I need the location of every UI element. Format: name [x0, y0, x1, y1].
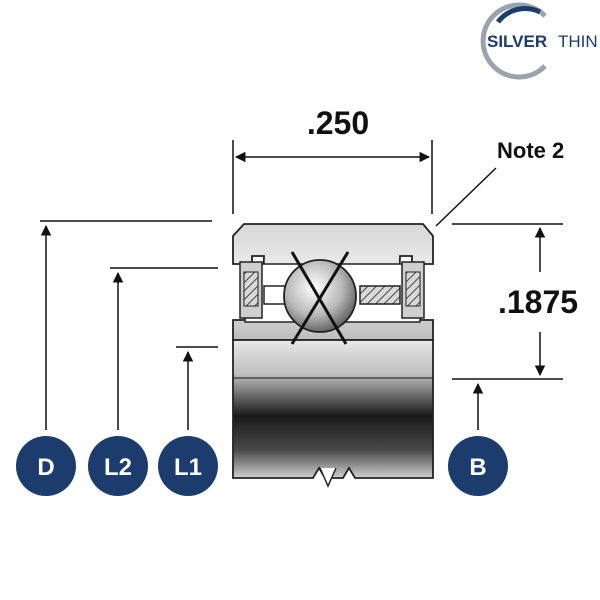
height-value-label: .1875 [498, 284, 578, 320]
logo-text-thin: THIN [558, 32, 598, 51]
cage-right [359, 285, 401, 305]
bearing-ball [283, 251, 357, 345]
badge-l1: L1 [158, 436, 218, 496]
height-dimension: .1875 [452, 223, 578, 380]
logo-text-silver: SILVER [487, 32, 547, 51]
d-dimension [40, 220, 212, 430]
l1-dimension [176, 346, 218, 430]
contact-line-2 [290, 251, 350, 345]
badge-b: B [448, 436, 508, 496]
note-2-label: Note 2 [497, 138, 564, 163]
logo-ring-icon [480, 2, 547, 80]
bearing-inner-ring [232, 339, 434, 488]
note-2-callout: Note 2 [435, 138, 564, 227]
silverthin-logo: SILVER THIN [480, 2, 598, 80]
l2-dimension [110, 267, 218, 430]
badge-l2-label: L2 [104, 454, 132, 481]
badge-l2: L2 [88, 436, 148, 496]
badge-d: D [16, 436, 76, 496]
badge-d-label: D [37, 454, 54, 481]
width-dimension: .250 [232, 105, 433, 214]
badge-b-label: B [469, 454, 486, 481]
badge-l1-label: L1 [174, 454, 202, 481]
width-value-label: .250 [307, 105, 369, 141]
